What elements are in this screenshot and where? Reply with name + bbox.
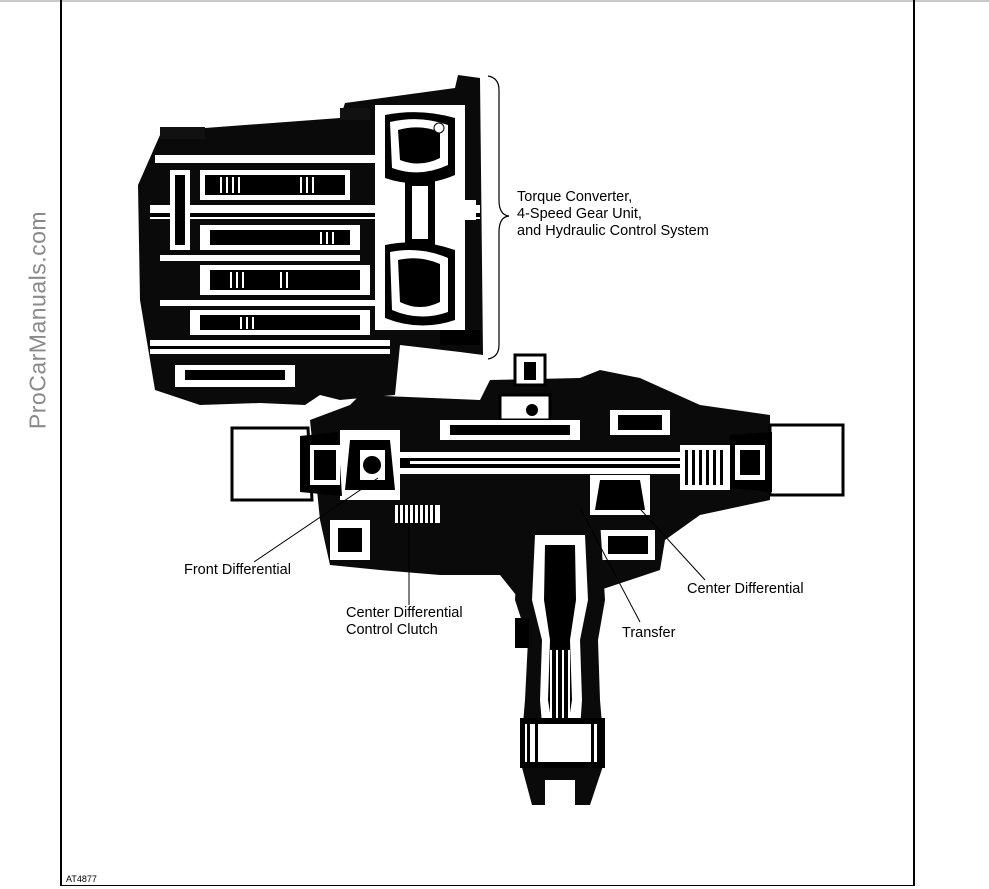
leader-transfer bbox=[579, 507, 641, 623]
label-bracket bbox=[487, 75, 510, 360]
leader-front-differential bbox=[253, 477, 379, 563]
label-line: Torque Converter, bbox=[517, 189, 633, 205]
label-front-differential: Front Differential bbox=[184, 562, 291, 578]
label-torque-converter: Torque Converter, 4-Speed Gear Unit, and… bbox=[517, 189, 709, 240]
top-rule bbox=[0, 0, 989, 2]
label-transfer: Transfer bbox=[622, 625, 676, 641]
label-center-diff-control-clutch: Center Differential Control Clutch bbox=[346, 605, 463, 639]
label-line: and Hydraulic Control System bbox=[517, 223, 709, 239]
label-line: Control Clutch bbox=[346, 622, 438, 638]
label-center-differential: Center Differential bbox=[687, 581, 804, 597]
page-frame bbox=[60, 0, 915, 886]
label-line: 4-Speed Gear Unit, bbox=[517, 206, 642, 222]
leader-center-differential bbox=[619, 486, 706, 581]
label-line: Center Differential bbox=[346, 605, 463, 621]
transmission-case bbox=[138, 75, 483, 405]
figure-code: AT4877 bbox=[66, 874, 97, 884]
transfer-case bbox=[230, 353, 845, 805]
